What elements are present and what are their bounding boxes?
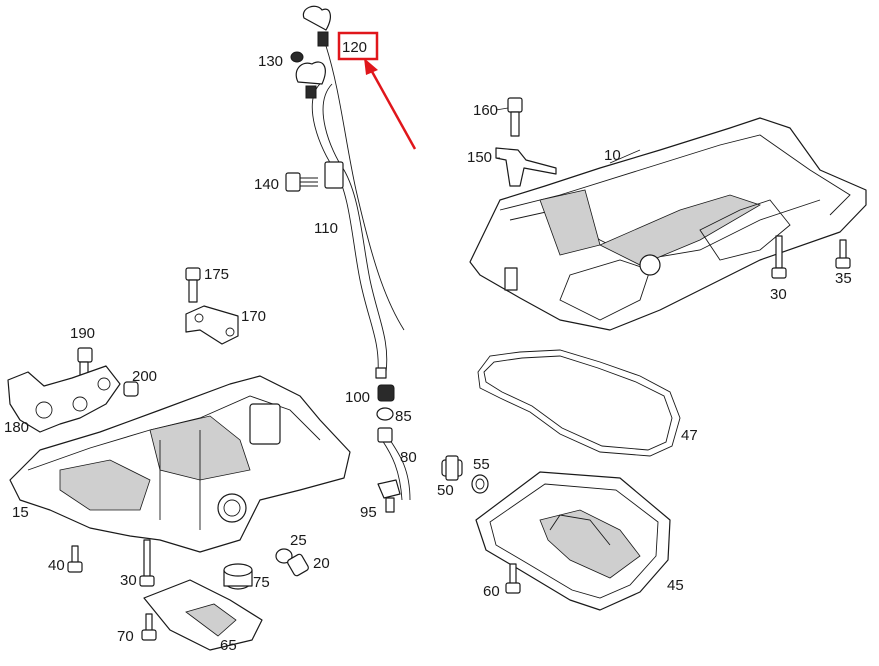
plug-20[interactable] [287, 553, 310, 577]
bolt-190[interactable] [77, 347, 93, 379]
tube-80[interactable] [377, 427, 411, 501]
callout-175[interactable]: 175 [204, 266, 229, 283]
callout-35[interactable]: 35 [835, 270, 852, 287]
plug-100[interactable] [377, 384, 395, 402]
callout-10[interactable]: 10 [604, 147, 621, 164]
drain-plug-50[interactable] [441, 455, 463, 481]
callout-190[interactable]: 190 [70, 325, 95, 342]
o-ring-85[interactable] [376, 407, 394, 421]
callout-30-lower[interactable]: 30 [120, 572, 137, 589]
bolt-140[interactable] [285, 172, 318, 192]
bracket-150[interactable] [495, 147, 557, 187]
oil-pan-assembly-15[interactable] [9, 375, 351, 553]
dipstick-tube-110[interactable] [295, 61, 388, 379]
callout-140[interactable]: 140 [254, 176, 279, 193]
callout-60[interactable]: 60 [483, 583, 500, 600]
lower-oil-pan-45[interactable] [475, 471, 671, 611]
callout-50[interactable]: 50 [437, 482, 454, 499]
callout-30-upper[interactable]: 30 [770, 286, 787, 303]
bolt-160[interactable] [507, 97, 523, 137]
callout-130[interactable]: 130 [258, 53, 283, 70]
bolt-35[interactable] [835, 239, 851, 269]
callout-95[interactable]: 95 [360, 504, 377, 521]
callout-80[interactable]: 80 [400, 449, 417, 466]
callout-85[interactable]: 85 [395, 408, 412, 425]
bolt-95[interactable] [377, 479, 401, 513]
callout-labels: 10 15 20 25 30 30 35 40 45 47 50 55 60 6… [4, 39, 852, 654]
gasket-47[interactable] [477, 349, 681, 457]
callout-160[interactable]: 160 [473, 102, 498, 119]
highlight-box [337, 31, 379, 61]
bolt-30-lower[interactable] [139, 539, 155, 587]
bolt-60[interactable] [505, 563, 521, 594]
washer-25[interactable] [275, 548, 293, 564]
upper-oil-pan-10[interactable] [469, 117, 867, 331]
callout-170[interactable]: 170 [241, 308, 266, 325]
bushing-200[interactable] [123, 381, 139, 397]
bracket-170[interactable] [185, 305, 239, 345]
cover-65[interactable] [143, 579, 263, 651]
callout-45[interactable]: 45 [667, 577, 684, 594]
callout-40[interactable]: 40 [48, 557, 65, 574]
callout-120[interactable]: 120 [342, 39, 367, 56]
bolt-175[interactable] [185, 267, 201, 303]
dipstick-120[interactable] [302, 5, 405, 331]
callout-15[interactable]: 15 [12, 504, 29, 521]
bolt-70[interactable] [141, 613, 157, 641]
bracket-180[interactable] [7, 365, 121, 433]
callout-200[interactable]: 200 [132, 368, 157, 385]
o-ring-130[interactable] [290, 51, 304, 63]
bolt-30-upper[interactable] [771, 235, 787, 279]
callout-110[interactable]: 110 [314, 220, 338, 237]
callout-20[interactable]: 20 [313, 555, 330, 572]
callout-180[interactable]: 180 [4, 419, 29, 436]
callout-70[interactable]: 70 [117, 628, 134, 645]
washer-55[interactable] [471, 474, 489, 494]
bolt-40[interactable] [67, 545, 83, 573]
callout-100[interactable]: 100 [345, 389, 370, 406]
callout-150[interactable]: 150 [467, 149, 492, 166]
oil-filter-75[interactable] [223, 563, 253, 590]
callout-65[interactable]: 65 [220, 637, 237, 654]
callout-47[interactable]: 47 [681, 427, 698, 444]
highlight-arrow [364, 58, 417, 150]
callout-75[interactable]: 75 [253, 574, 270, 591]
callout-25[interactable]: 25 [290, 532, 307, 549]
leader-lines [495, 107, 641, 164]
callout-55[interactable]: 55 [473, 456, 490, 473]
